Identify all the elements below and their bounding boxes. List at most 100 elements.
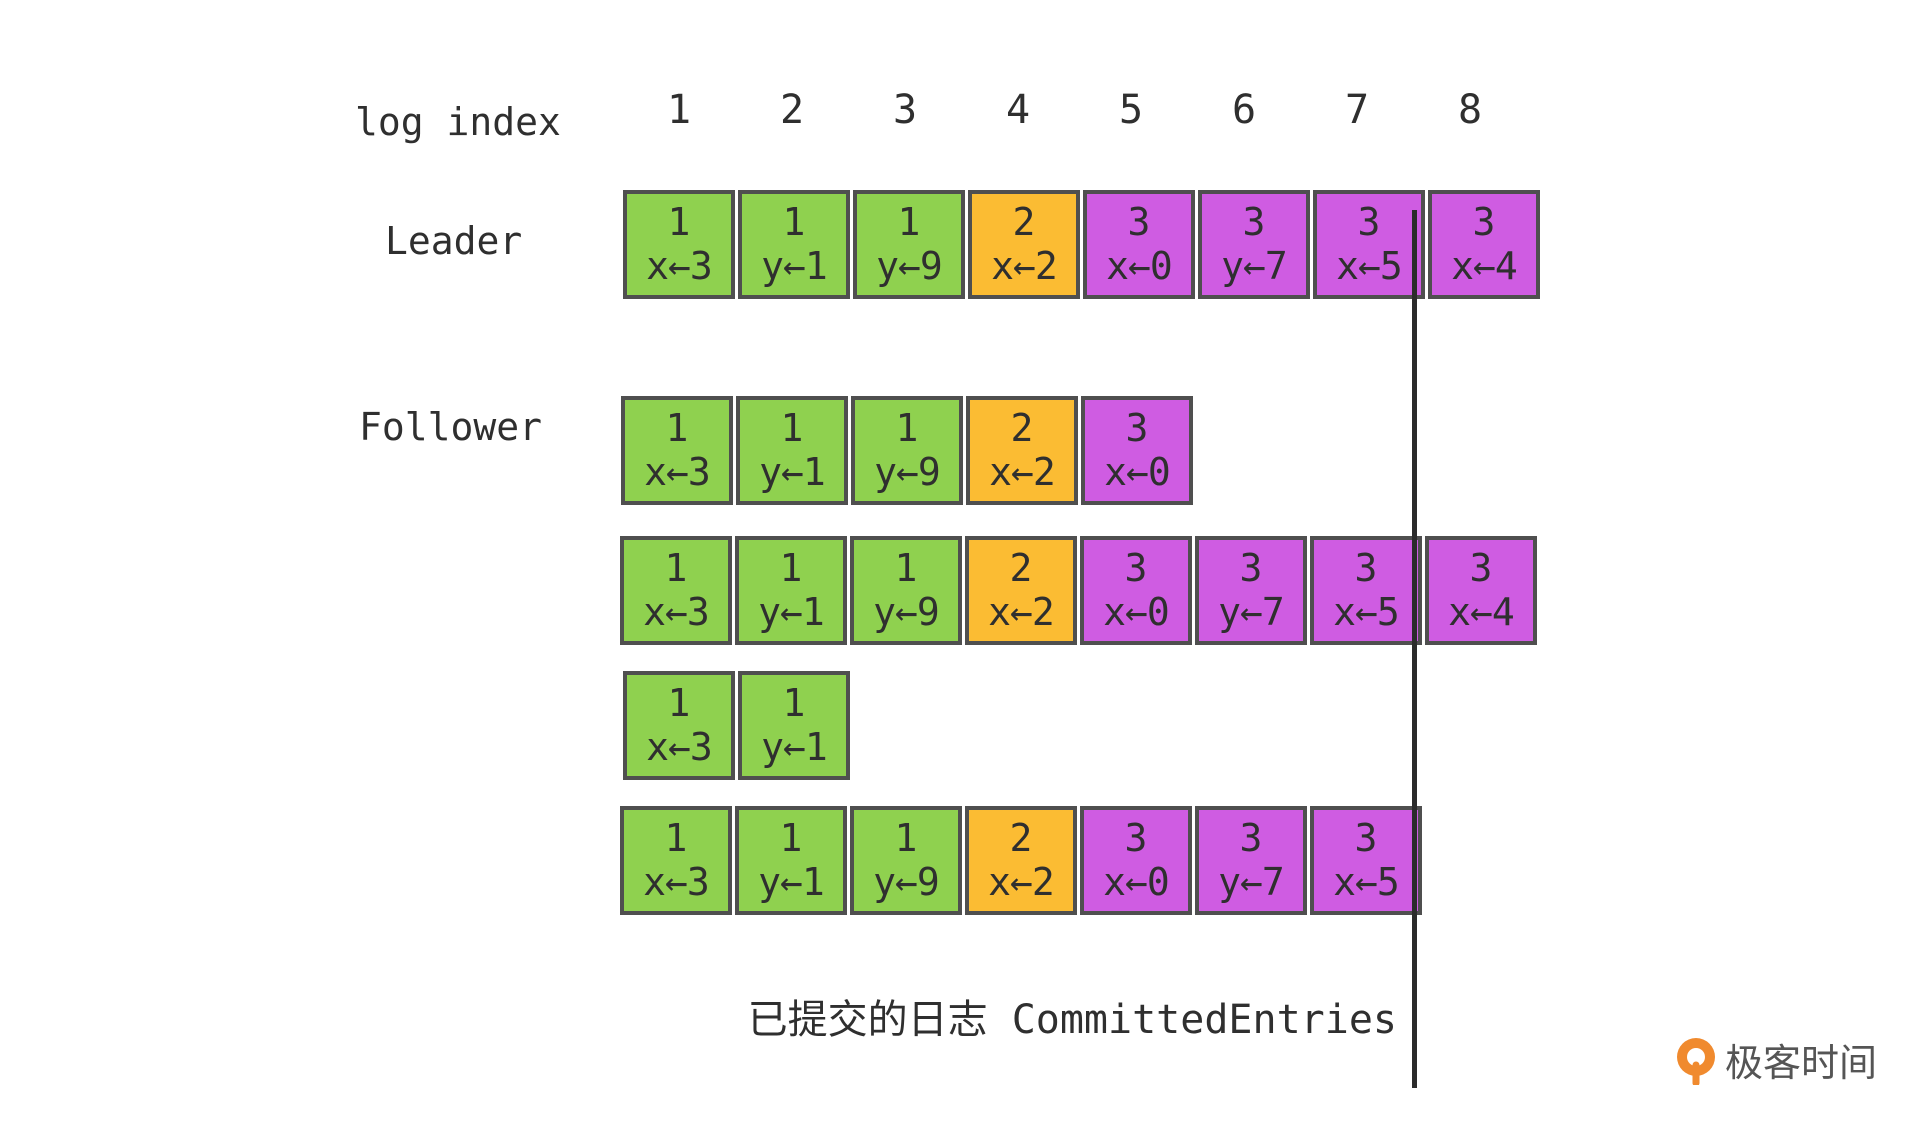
entry-term: 3 [1125, 405, 1149, 450]
entry-command: x←0 [1104, 449, 1171, 494]
entry-command: y←1 [759, 449, 826, 494]
logo-icon [1676, 1037, 1715, 1085]
entry-term: 3 [1127, 199, 1151, 244]
entry-term: 3 [1469, 545, 1493, 590]
entry-term: 2 [1009, 815, 1033, 860]
column-index-1: 1 [666, 87, 692, 133]
entry-term: 3 [1357, 199, 1381, 244]
entry-command: x←5 [1336, 243, 1403, 288]
entry-command: y←9 [873, 859, 940, 904]
column-index-5: 5 [1118, 87, 1144, 133]
entry-command: x←5 [1333, 859, 1400, 904]
entry-term: 3 [1239, 815, 1263, 860]
entry-term: 3 [1239, 545, 1263, 590]
caption-zh: 已提交的日志 [747, 997, 988, 1043]
entry-term: 2 [1009, 545, 1033, 590]
entry-term: 2 [1012, 199, 1036, 244]
entry-command: y←9 [876, 243, 943, 288]
entry-command: y←1 [758, 859, 825, 904]
entry-term: 3 [1354, 545, 1378, 590]
committed-entries-caption: 已提交的日志 CommittedEntries [748, 1000, 1397, 1040]
commit-index-line [1412, 210, 1417, 1088]
entry-term: 1 [894, 815, 918, 860]
entry-term: 1 [667, 680, 691, 725]
column-index-3: 3 [892, 87, 918, 133]
entry-command: x←3 [643, 859, 710, 904]
entry-term: 1 [667, 199, 691, 244]
entry-term: 2 [1010, 405, 1034, 450]
entry-command: x←0 [1103, 859, 1170, 904]
leader-label: Leader [385, 219, 523, 263]
entry-term: 1 [782, 199, 806, 244]
entry-command: x←5 [1333, 589, 1400, 634]
entry-term: 3 [1242, 199, 1266, 244]
column-index-2: 2 [779, 87, 805, 133]
entry-command: y←1 [758, 589, 825, 634]
entry-command: y←9 [874, 449, 941, 494]
entry-command: x←3 [646, 724, 713, 769]
entry-command: x←3 [643, 589, 710, 634]
logo-text: 极客时间 [1724, 1041, 1877, 1085]
entry-term: 1 [665, 405, 689, 450]
entry-command: x←3 [644, 449, 711, 494]
entry-term: 3 [1124, 545, 1148, 590]
entry-term: 1 [664, 815, 688, 860]
column-index-7: 7 [1344, 87, 1370, 133]
entry-term: 1 [894, 545, 918, 590]
entry-term: 1 [780, 405, 804, 450]
entry-command: x←2 [988, 859, 1055, 904]
entry-term: 3 [1354, 815, 1378, 860]
entry-term: 1 [664, 545, 688, 590]
entry-term: 1 [779, 815, 803, 860]
entry-command: y←1 [761, 243, 828, 288]
entry-term: 1 [782, 680, 806, 725]
entry-term: 1 [895, 405, 919, 450]
entry-command: y←7 [1221, 243, 1288, 288]
entry-command: x←0 [1103, 589, 1170, 634]
entry-command: y←1 [761, 724, 828, 769]
entry-term: 3 [1472, 199, 1496, 244]
column-index-6: 6 [1231, 87, 1257, 133]
logo: 极客时间 [1673, 1032, 1877, 1087]
entry-command: x←4 [1448, 589, 1515, 634]
entry-command: y←9 [873, 589, 940, 634]
entry-command: x←0 [1106, 243, 1173, 288]
entry-command: y←7 [1218, 589, 1285, 634]
entry-command: x←2 [991, 243, 1058, 288]
entry-command: x←2 [989, 449, 1056, 494]
follower-label: Follower [359, 405, 543, 449]
entry-command: x←4 [1451, 243, 1518, 288]
log-index-label: log index [355, 100, 561, 144]
entry-term: 1 [779, 545, 803, 590]
